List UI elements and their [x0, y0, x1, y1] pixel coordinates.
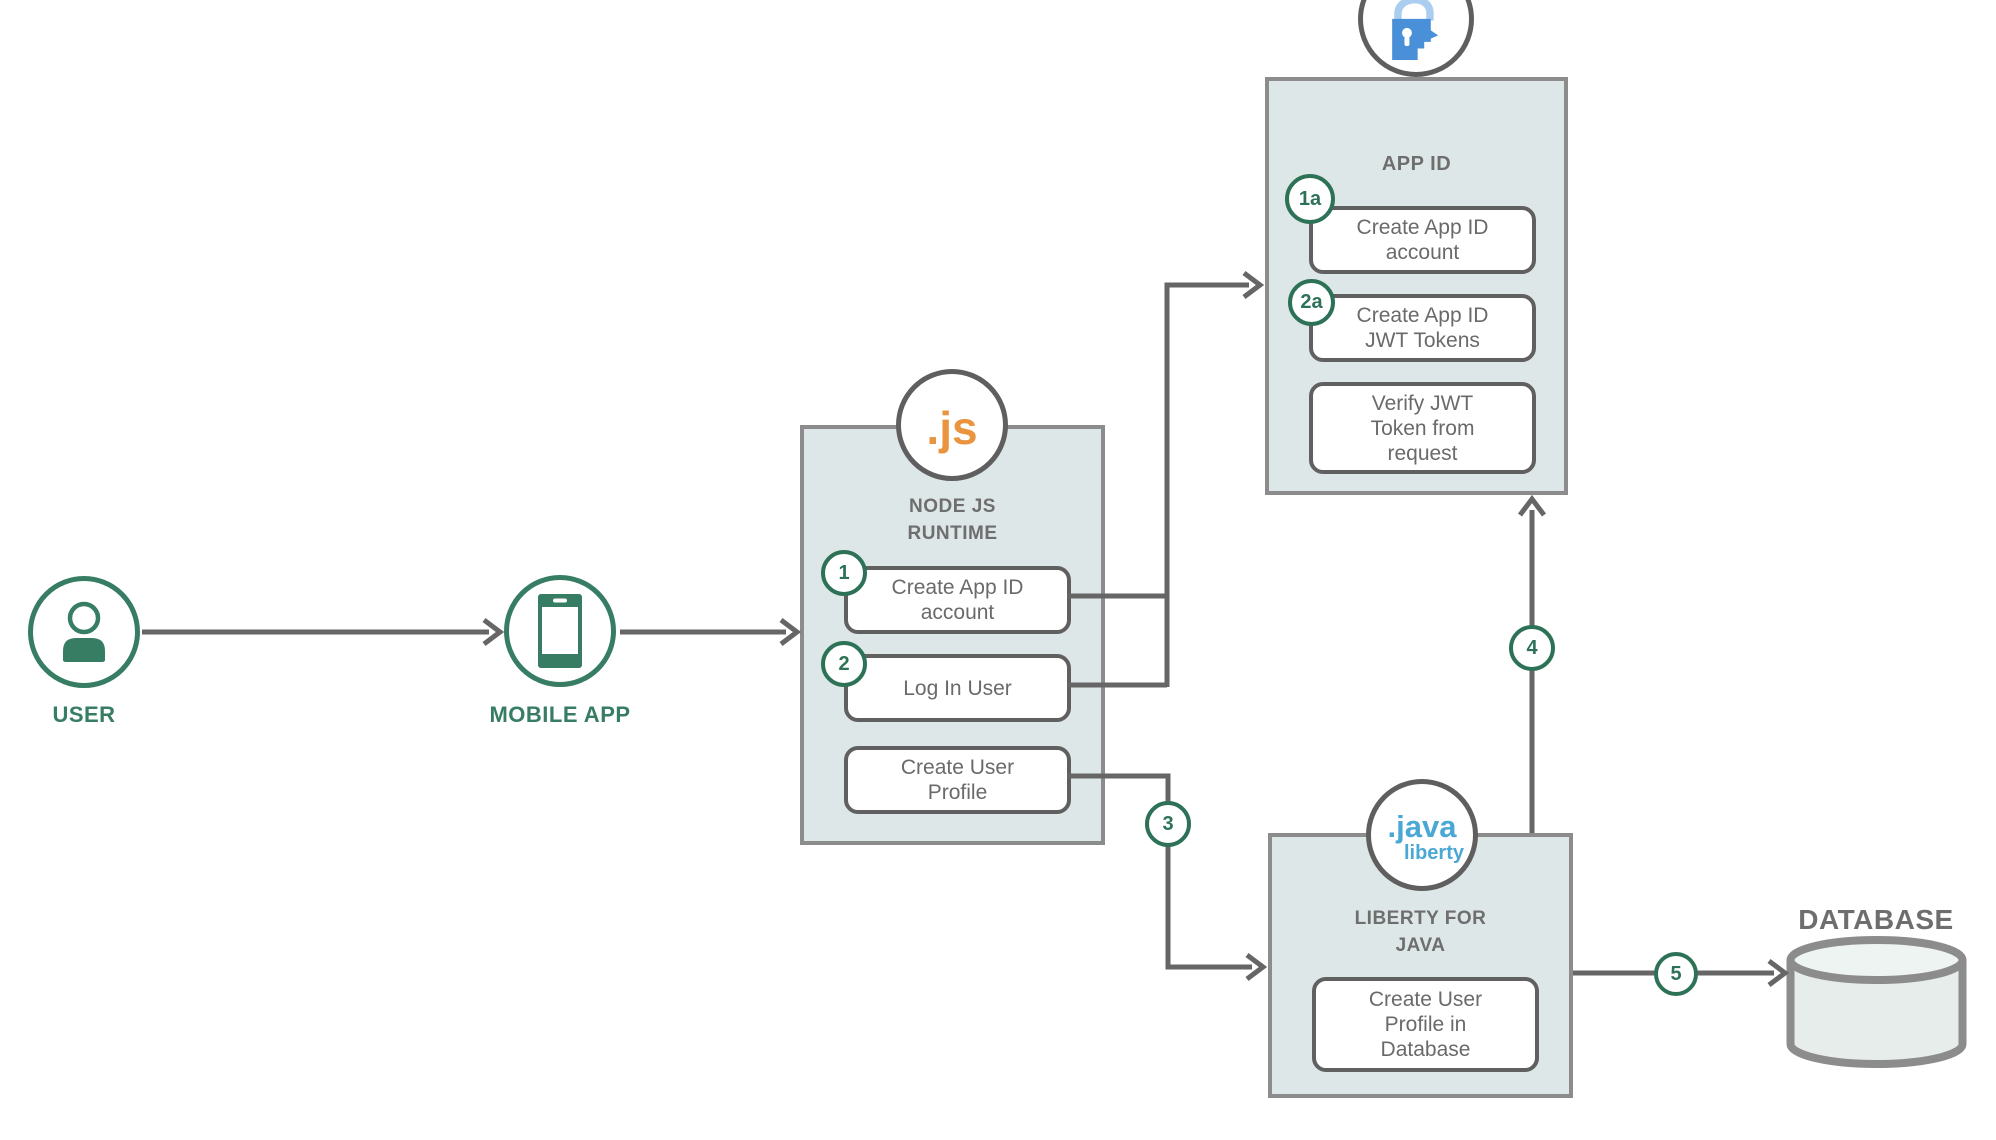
liberty-logo-text: liberty: [1403, 842, 1464, 864]
badge-step-1: 1: [821, 550, 867, 596]
java-liberty-logo-node: .java liberty: [1366, 779, 1478, 891]
step-create-user-profile: Create User Profile: [844, 746, 1071, 814]
arrowhead-liberty-to-appid: [1518, 494, 1546, 517]
app-id-lock-icon: [1392, 0, 1439, 60]
node-js-runtime-container: NODE JS RUNTIME Create App ID account Lo…: [800, 425, 1105, 845]
database-icon: [1786, 936, 1967, 1068]
database-label: DATABASE: [1798, 904, 1954, 935]
person-icon: [63, 601, 105, 662]
arrowhead-node-to-appid: [1242, 271, 1265, 299]
badge-step-3: 3: [1145, 801, 1191, 847]
mobile-app-label: MOBILE APP: [489, 702, 631, 727]
badge-step-2a: 2a: [1288, 279, 1335, 326]
liberty-title: LIBERTY FOR JAVA: [1354, 908, 1487, 956]
step-log-in-user: Log In User: [844, 654, 1071, 722]
arrowhead-user-to-mobile: [482, 618, 505, 646]
smartphone-icon: [538, 594, 582, 668]
app-id-container: APP ID Create App ID account Create App …: [1265, 77, 1568, 495]
java-logo-text: .java: [1387, 809, 1457, 844]
java-liberty-icon: .java liberty: [1387, 807, 1464, 863]
step-appid-create-jwt-tokens: Create App ID JWT Tokens: [1309, 294, 1536, 362]
nodejs-logo-node: .js: [896, 369, 1008, 481]
step-appid-verify-jwt-token: Verify JWT Token from request: [1309, 382, 1536, 474]
step-create-user-profile-in-database: Create User Profile in Database: [1312, 977, 1539, 1072]
arrowhead-node-to-liberty: [1245, 953, 1268, 981]
app-id-title: APP ID: [1381, 153, 1452, 175]
user-label: USER: [52, 702, 116, 727]
badge-step-4: 4: [1509, 625, 1555, 671]
nodejs-icon: .js: [926, 402, 978, 454]
arrowhead-mobile-to-node: [779, 618, 802, 646]
step-appid-create-account: Create App ID account: [1309, 206, 1536, 274]
badge-step-1a: 1a: [1285, 174, 1335, 224]
arrowhead-liberty-to-database: [1767, 959, 1790, 987]
badge-step-2: 2: [821, 641, 867, 687]
badge-step-5: 5: [1654, 952, 1698, 996]
step-create-app-id-account: Create App ID account: [844, 566, 1071, 634]
mobile-app-node: [504, 575, 616, 687]
user-node: [28, 576, 140, 688]
node-js-runtime-title: NODE JS RUNTIME: [907, 496, 998, 544]
app-id-logo-node: [1358, 0, 1474, 77]
